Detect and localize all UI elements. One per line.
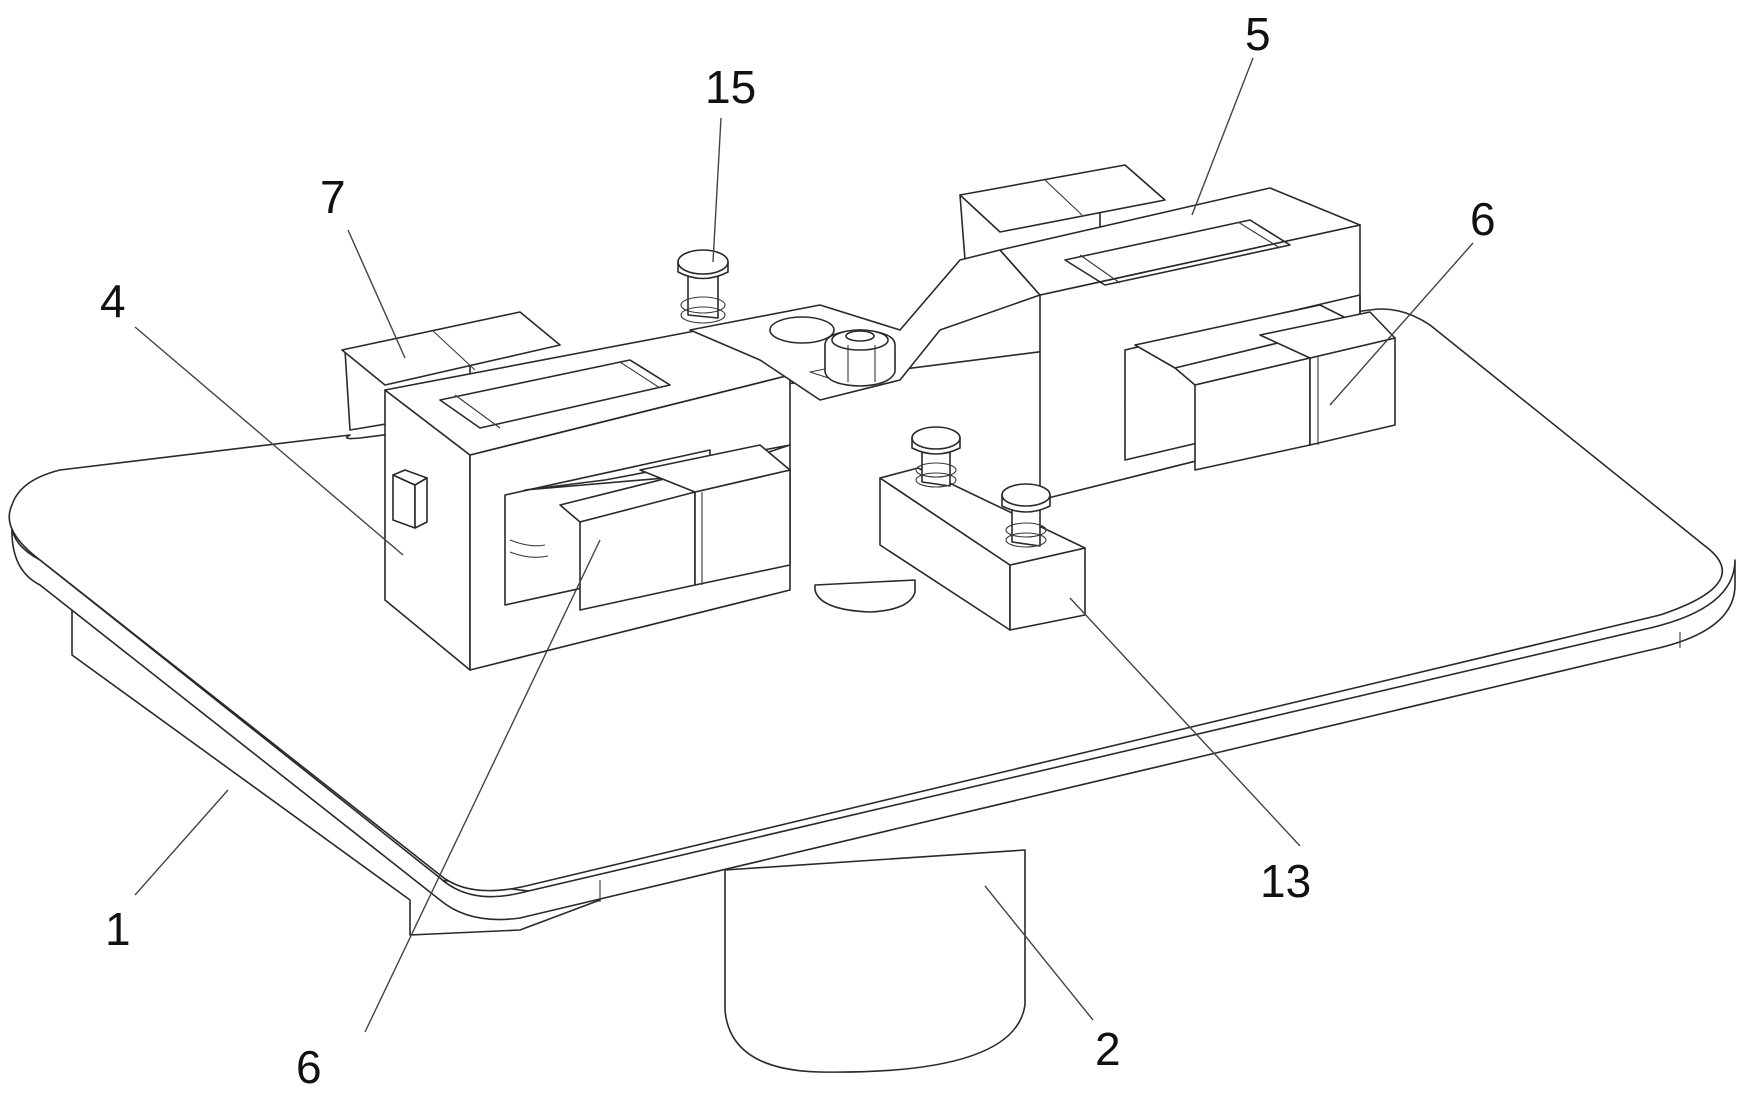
rear-block-right [959, 164, 1166, 261]
leader-4 [134, 326, 404, 556]
leader-5 [1191, 57, 1254, 216]
right-clamp-block [1134, 304, 1396, 471]
leader-lines [134, 57, 1474, 1033]
leader-13 [1069, 597, 1301, 847]
central-bridge [689, 249, 1041, 401]
spring-clamp-bar [879, 426, 1086, 631]
reference-numerals: 15 5 6 7 4 1 6 13 2 [100, 8, 1496, 1093]
leader-6-left [364, 539, 601, 1033]
ref-label-4: 4 [100, 275, 126, 327]
ref-label-6-right: 6 [1470, 193, 1496, 245]
ref-label-6-left: 6 [296, 1041, 322, 1093]
leader-6-right [1329, 242, 1474, 406]
ref-label-7: 7 [320, 171, 346, 223]
ref-label-1: 1 [105, 903, 131, 955]
leader-15 [712, 117, 722, 263]
base-plate [8, 308, 1736, 936]
ref-label-13: 13 [1260, 855, 1311, 907]
bridge-boss [814, 579, 916, 613]
ref-label-2: 2 [1095, 1023, 1121, 1075]
ref-label-15: 15 [705, 61, 756, 113]
ref-label-5: 5 [1245, 8, 1271, 60]
leader-7 [347, 229, 406, 359]
spring-pin-top [677, 249, 729, 324]
support-column [724, 849, 1026, 1073]
leader-2 [984, 885, 1094, 1021]
left-clamp-block [524, 444, 791, 611]
leader-1 [134, 789, 229, 896]
